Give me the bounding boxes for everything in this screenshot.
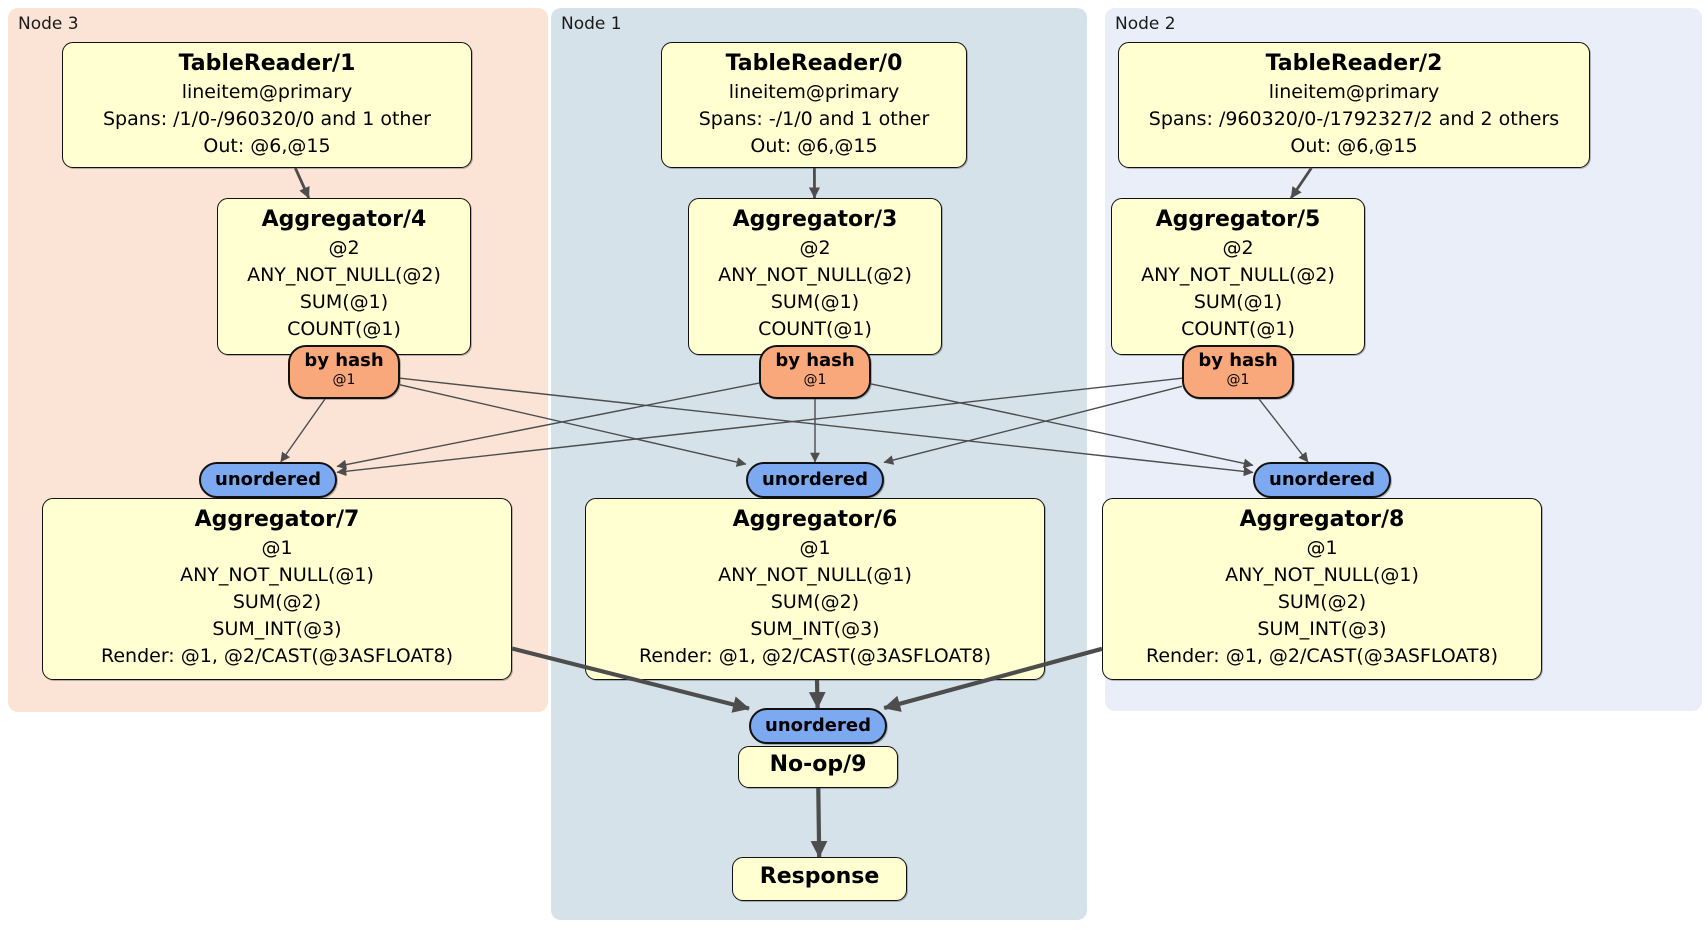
box-title: TableReader/2: [1265, 51, 1443, 76]
box-line: SUM(@1): [770, 291, 860, 313]
box-aggregator-8: Aggregator/8 @1 ANY_NOT_NULL(@1) SUM(@2)…: [1102, 498, 1542, 680]
box-line: @1: [799, 537, 831, 559]
box-line: Out: @6,@15: [750, 135, 878, 157]
box-aggregator-4: Aggregator/4 @2 ANY_NOT_NULL(@2) SUM(@1)…: [217, 198, 471, 355]
sync-unordered-final: unordered: [749, 708, 887, 744]
sync-unordered-node2: unordered: [1253, 462, 1391, 498]
box-aggregator-7: Aggregator/7 @1 ANY_NOT_NULL(@1) SUM(@2)…: [42, 498, 512, 680]
box-title: TableReader/0: [725, 51, 903, 76]
box-line: Render: @1, @2/CAST(@3ASFLOAT8): [101, 645, 453, 667]
box-line: lineitem@primary: [728, 81, 900, 103]
router-by-hash-node1: by hash @1: [759, 345, 871, 399]
box-line: COUNT(@1): [287, 318, 401, 340]
box-tablereader-1: TableReader/1 lineitem@primary Spans: /1…: [62, 42, 472, 168]
box-line: lineitem@primary: [181, 81, 353, 103]
region-label-node1: Node 1: [561, 14, 622, 34]
box-tablereader-0: TableReader/0 lineitem@primary Spans: -/…: [661, 42, 967, 168]
router-label: by hash: [1198, 350, 1278, 371]
box-title: Aggregator/6: [732, 507, 898, 532]
box-line: SUM(@1): [1193, 291, 1283, 313]
box-line: Render: @1, @2/CAST(@3ASFLOAT8): [639, 645, 991, 667]
box-title: Aggregator/7: [194, 507, 360, 532]
box-title: No-op/9: [769, 752, 867, 777]
box-line: SUM_INT(@3): [750, 618, 880, 640]
box-line: ANY_NOT_NULL(@1): [180, 564, 374, 586]
router-label: by hash: [775, 350, 855, 371]
box-line: lineitem@primary: [1268, 81, 1440, 103]
box-line: Spans: /960320/0-/1792327/2 and 2 others: [1148, 108, 1560, 130]
box-line: Out: @6,@15: [1290, 135, 1418, 157]
router-sublabel: @1: [332, 372, 356, 388]
box-line: ANY_NOT_NULL(@2): [247, 264, 441, 286]
box-line: ANY_NOT_NULL(@1): [718, 564, 912, 586]
box-tablereader-2: TableReader/2 lineitem@primary Spans: /9…: [1118, 42, 1590, 168]
box-noop-9: No-op/9: [738, 746, 898, 788]
box-line: ANY_NOT_NULL(@1): [1225, 564, 1419, 586]
box-line: ANY_NOT_NULL(@2): [718, 264, 912, 286]
router-label: by hash: [304, 350, 384, 371]
box-line: Render: @1, @2/CAST(@3ASFLOAT8): [1146, 645, 1498, 667]
router-sublabel: @1: [803, 372, 827, 388]
box-title: Aggregator/4: [261, 207, 427, 232]
sync-unordered-node3: unordered: [199, 462, 337, 498]
box-line: Out: @6,@15: [203, 135, 331, 157]
box-line: ANY_NOT_NULL(@2): [1141, 264, 1335, 286]
router-by-hash-node3: by hash @1: [288, 345, 400, 399]
box-title: Aggregator/3: [732, 207, 898, 232]
router-sublabel: @1: [1226, 372, 1250, 388]
box-line: SUM(@2): [770, 591, 860, 613]
box-aggregator-3: Aggregator/3 @2 ANY_NOT_NULL(@2) SUM(@1)…: [688, 198, 942, 355]
box-line: COUNT(@1): [1181, 318, 1295, 340]
box-line: Spans: /1/0-/960320/0 and 1 other: [103, 108, 431, 130]
box-aggregator-6: Aggregator/6 @1 ANY_NOT_NULL(@1) SUM(@2)…: [585, 498, 1045, 680]
box-line: @1: [261, 537, 293, 559]
box-title: TableReader/1: [178, 51, 356, 76]
box-line: @1: [1306, 537, 1338, 559]
box-line: SUM(@1): [299, 291, 389, 313]
box-line: SUM_INT(@3): [212, 618, 342, 640]
box-line: @2: [1222, 237, 1254, 259]
box-title: Aggregator/5: [1155, 207, 1321, 232]
box-line: SUM(@2): [1277, 591, 1367, 613]
region-label-node2: Node 2: [1115, 14, 1176, 34]
box-response: Response: [732, 857, 907, 901]
region-label-node3: Node 3: [18, 14, 79, 34]
box-line: COUNT(@1): [758, 318, 872, 340]
box-line: Spans: -/1/0 and 1 other: [698, 108, 930, 130]
router-by-hash-node2: by hash @1: [1182, 345, 1294, 399]
box-aggregator-5: Aggregator/5 @2 ANY_NOT_NULL(@2) SUM(@1)…: [1111, 198, 1365, 355]
box-line: SUM(@2): [232, 591, 322, 613]
box-title: Aggregator/8: [1239, 507, 1405, 532]
box-title: Response: [759, 864, 880, 889]
sync-unordered-node1: unordered: [746, 462, 884, 498]
box-line: @2: [328, 237, 360, 259]
box-line: @2: [799, 237, 831, 259]
box-line: SUM_INT(@3): [1257, 618, 1387, 640]
